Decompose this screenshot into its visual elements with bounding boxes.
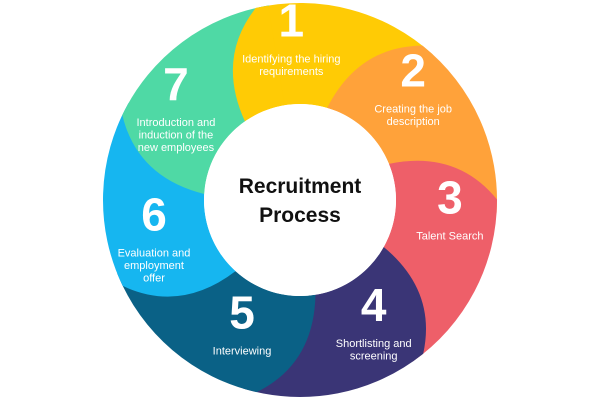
step-5-label-line-1: Interviewing	[213, 346, 272, 358]
segment-3	[380, 160, 498, 362]
segment-7	[122, 5, 270, 195]
step-7-label-line-2: induction of the	[139, 130, 214, 142]
step-3-label-line-1: Talent Search	[416, 230, 483, 242]
step-7-label-line-3: new employees	[138, 142, 215, 154]
step-6-label-line-3: offer	[143, 272, 165, 284]
segment-6	[102, 102, 236, 297]
step-2-label-line-2: description	[387, 116, 440, 128]
step-6-label-line-1: Evaluation and	[118, 247, 191, 259]
step-6-number: 6	[141, 188, 167, 240]
segment-1	[232, 2, 433, 122]
step-2-number: 2	[400, 45, 426, 97]
step-7-number: 7	[163, 58, 189, 110]
segment-5	[117, 266, 316, 393]
step-4-label-line-2: screening	[350, 350, 398, 362]
center-title-line-1: Recruitment	[239, 175, 362, 198]
step-7-label-line-1: Introduction and	[136, 117, 215, 129]
step-6-label-line-2: employment	[124, 260, 184, 272]
step-4-number: 4	[361, 279, 387, 331]
step-5-number: 5	[229, 287, 255, 339]
step-2-label-line-1: Creating the job	[374, 104, 452, 116]
step-1-label-line-2: requirements	[259, 66, 324, 78]
step-3-number: 3	[437, 171, 463, 223]
step-1-number: 1	[278, 0, 304, 46]
center-circle	[204, 104, 396, 296]
step-1-label-line-1: Identifying the hiring	[242, 53, 340, 65]
step-4-label-line-1: Shortlisting and	[336, 338, 412, 350]
center-title-line-2: Process	[259, 204, 341, 227]
